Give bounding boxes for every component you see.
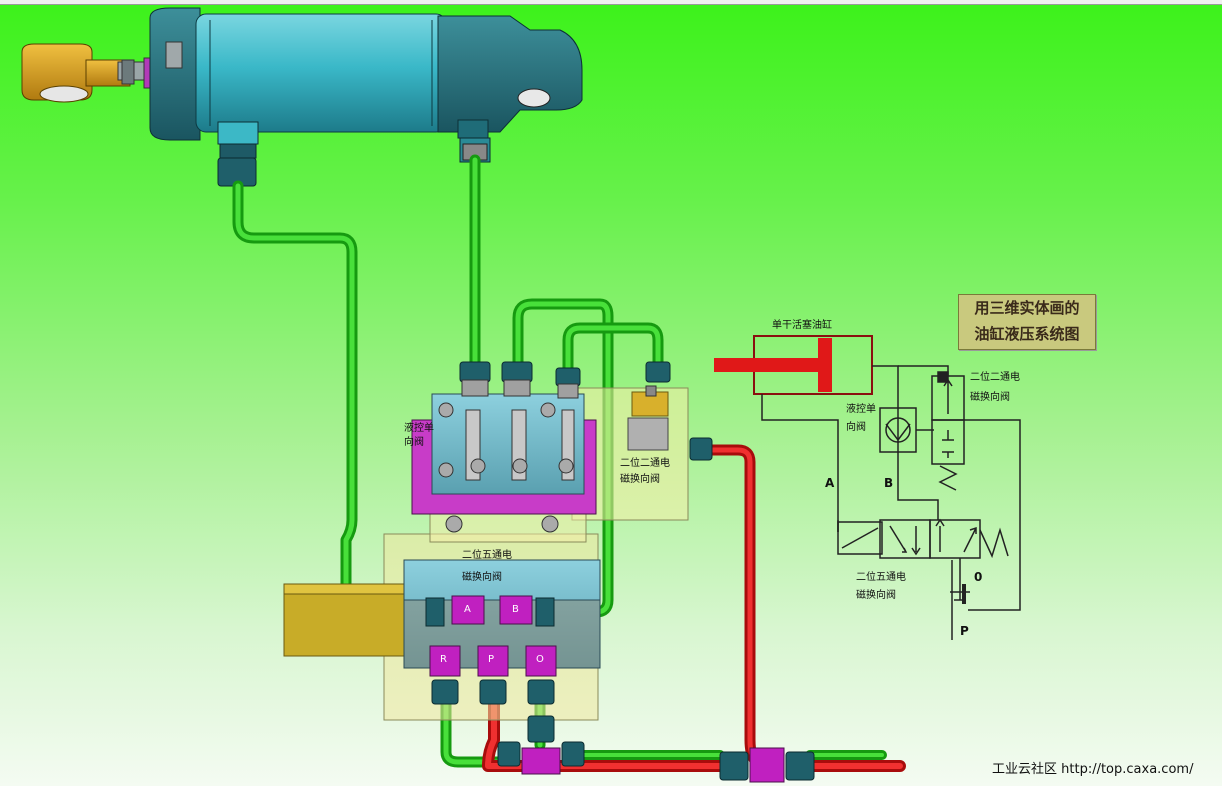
schematic-five-way-label-1: 二位五通电 <box>856 572 906 583</box>
hydraulic-cylinder <box>21 7 583 145</box>
schematic-accents <box>962 584 966 604</box>
diagram-title: 用三维实体画的 油缸液压系统图 <box>958 294 1096 350</box>
pilot-check-valve-block <box>411 361 671 515</box>
port-p-label: P <box>488 654 495 665</box>
schematic-two-way-label-2: 磁换向阀 <box>970 392 1010 403</box>
port-b-label: B <box>512 604 519 615</box>
window-top-border <box>0 0 1222 5</box>
schematic-port-p-label: P <box>960 624 969 638</box>
cylinder-fittings <box>217 137 491 187</box>
schematic-check-label-1: 液控单 <box>846 404 876 415</box>
five-way-solenoid-valve <box>403 515 601 705</box>
five-way-valve-label-2: 磁换向阀 <box>462 572 502 583</box>
site-watermark: 工业云社区 http://top.caxa.com/ <box>992 762 1194 777</box>
schematic-port-o-label: 0 <box>974 570 983 584</box>
port-o-label: O <box>536 654 544 665</box>
five-way-valve-label-1: 二位五通电 <box>462 550 512 561</box>
hydraulic-schematic <box>714 335 1021 640</box>
two-way-solenoid-valve <box>627 385 713 461</box>
port-r-label: R <box>440 654 447 665</box>
schematic-check-label-2: 向阀 <box>846 422 866 433</box>
check-valve-label: 液控单 向阀 <box>404 423 434 448</box>
two-way-valve-label: 二位二通电 磁换向阀 <box>620 458 670 485</box>
schematic-five-way-label-2: 磁换向阀 <box>856 590 896 601</box>
port-a-label: A <box>464 604 471 615</box>
title-line-2: 油缸液压系统图 <box>974 325 1080 343</box>
schematic-line-b-label: B <box>884 476 894 490</box>
schematic-two-way-label-1: 二位二通电 <box>970 372 1020 383</box>
schematic-line-a-label: A <box>825 476 835 490</box>
bottom-tee-fittings <box>497 715 815 783</box>
schematic-cylinder-label: 单干活塞油缸 <box>772 320 832 331</box>
title-line-1: 用三维实体画的 <box>974 299 1080 317</box>
